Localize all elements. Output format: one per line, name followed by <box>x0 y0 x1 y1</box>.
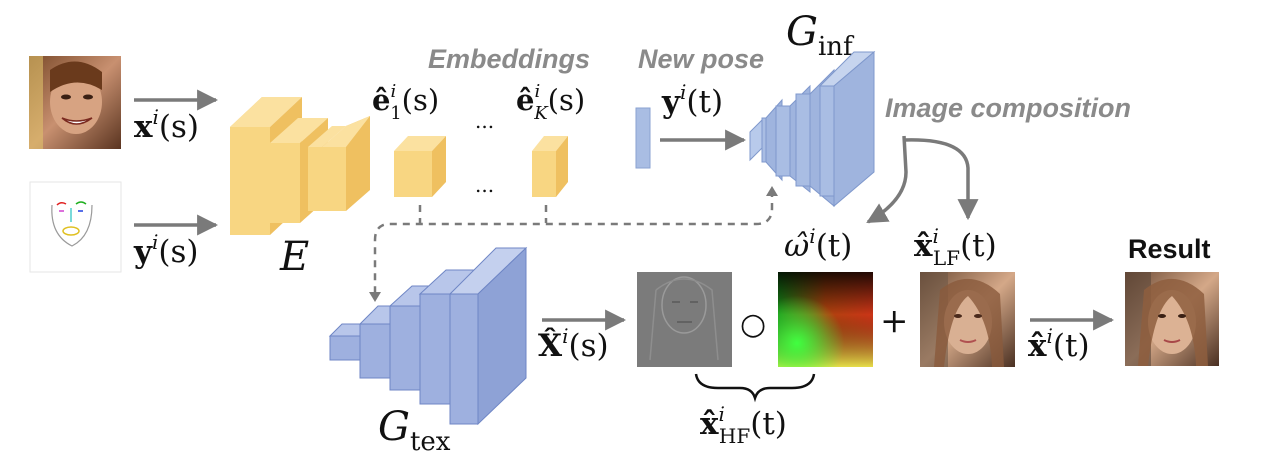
result-face-image <box>1125 272 1219 366</box>
encoder-block <box>230 97 370 235</box>
hf-brace <box>694 373 816 403</box>
new-pose-bar <box>635 107 651 169</box>
dashed-arrowhead-ginf <box>766 186 778 196</box>
arrow-comp-to-omega <box>866 135 908 224</box>
embedding-cube-k <box>532 136 568 197</box>
ellipsis-top: ... <box>475 109 494 133</box>
math-E: E <box>279 234 309 280</box>
label-result: Result <box>1128 234 1211 264</box>
math-y-t: yi(t) <box>661 80 723 120</box>
texture-image <box>637 272 732 367</box>
dashed-arrowhead-gtex <box>369 292 381 302</box>
source-face-image <box>29 56 121 149</box>
math-G-tex: Gtex <box>378 404 451 454</box>
label-new-pose: New pose <box>638 44 764 74</box>
generator-inf-block <box>749 50 876 208</box>
math-X-s: X̂i(s) <box>538 324 609 364</box>
label-image-composition: Image composition <box>885 93 1131 123</box>
low-frequency-face-image <box>920 272 1015 367</box>
compose-circ-operator: ○ <box>740 307 766 342</box>
ellipsis-bottom: ... <box>475 173 494 197</box>
math-y-s: yi(s) <box>133 230 199 270</box>
embedding-cube-1 <box>394 136 446 197</box>
generator-tex-block <box>328 246 528 426</box>
math-G-inf: Ginf <box>786 9 855 62</box>
math-x-t: x̂i(t) <box>1028 324 1090 364</box>
arrow-comp-to-xLF <box>903 138 979 221</box>
math-x-s: xi(s) <box>134 105 199 145</box>
landmark-image <box>29 181 122 273</box>
plus-operator: + <box>880 301 909 341</box>
label-embeddings: Embeddings <box>428 44 590 74</box>
omega-map-image <box>778 272 873 367</box>
dashed-connectors <box>373 190 774 296</box>
math-omega-t: ω̂i(t) <box>784 224 852 264</box>
